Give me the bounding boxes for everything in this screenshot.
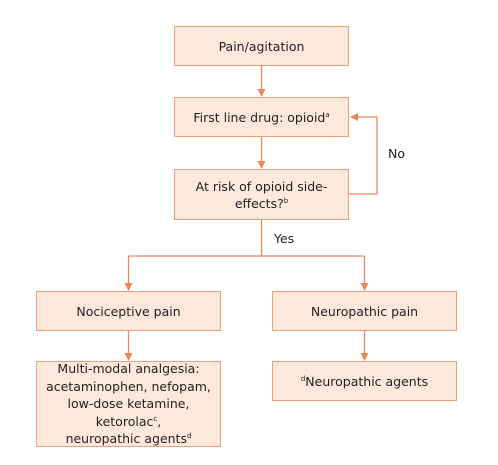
node-neuropathic-agents: dNeuropathic agents	[272, 361, 457, 401]
footnote-d-agents: d	[300, 374, 306, 383]
node-opioid-risk: At risk of opioid side-effects?b	[174, 169, 349, 220]
node-neuropathic-label: Neuropathic pain	[310, 303, 419, 319]
node-opioid-risk-label: At risk of opioid side-effects?b	[195, 178, 328, 211]
footnote-b: b	[283, 196, 289, 205]
arrow-no-loop	[349, 113, 378, 195]
node-nociceptive-label: Nociceptive pain	[76, 303, 181, 319]
node-multimodal-label: Multi-modal analgesia:acetaminophen, nef…	[46, 361, 211, 447]
edge-label-no: No	[388, 146, 405, 161]
node-neuropathic-pain: Neuropathic pain	[272, 291, 457, 331]
edge-label-yes: Yes	[274, 231, 295, 246]
node-first-line-drug: First line drug: opioida	[174, 97, 349, 137]
node-pain-agitation: Pain/agitation	[174, 26, 349, 66]
footnote-c: c	[153, 414, 158, 423]
node-pain-agitation-label: Pain/agitation	[218, 38, 305, 54]
footnote-d-multimodal: d	[186, 432, 192, 441]
node-first-line-label: First line drug: opioida	[193, 109, 330, 125]
node-nociceptive-pain: Nociceptive pain	[36, 291, 221, 331]
footnote-a: a	[325, 110, 330, 119]
node-multimodal-analgesia: Multi-modal analgesia:acetaminophen, nef…	[36, 361, 221, 447]
node-neuropathic-agents-label: dNeuropathic agents	[300, 373, 429, 389]
